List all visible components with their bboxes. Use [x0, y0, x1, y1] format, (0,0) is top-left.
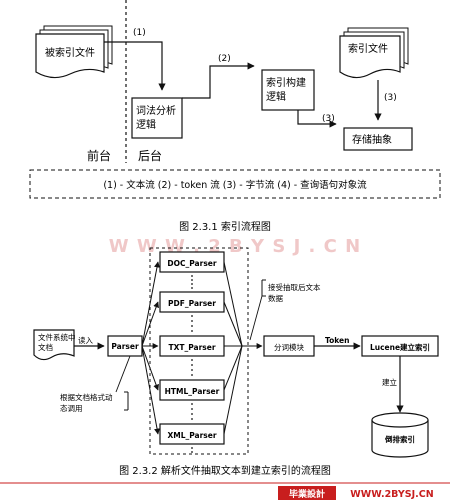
parser-fanout: [141, 261, 160, 435]
index-files-stack: 索引文件: [339, 27, 409, 79]
back-label: 后台: [138, 148, 162, 163]
footer-url[interactable]: WWW.2BYSJ.CN: [350, 489, 433, 500]
indexed-docs-label: 被索引文件: [45, 46, 95, 59]
segmenter-label: 分词模块: [274, 342, 304, 352]
lexical-analysis-box: [131, 97, 183, 139]
pdf-parser-label: PDF_Parser: [168, 299, 216, 308]
extracted-text-label: 接受抽取后文本数据: [268, 282, 321, 303]
index-files-label: 索引文件: [348, 42, 388, 55]
filesystem-docs-shape: 文件系统中文档: [33, 329, 76, 361]
read-in-label: 读入: [78, 335, 93, 345]
ellipsis-dots: [191, 275, 193, 453]
index-build-label: 索引构建逻辑: [266, 76, 306, 103]
figure-caption-2: 图 2.3.2 解析文件抽取文本到建立索引的流程图: [119, 464, 331, 477]
parser-type-boxes: DOC_Parser PDF_Parser TXT_Parser HTML_Pa…: [159, 251, 225, 445]
arrow-label-3b: (3): [384, 93, 397, 103]
figure-caption-1: 图 2.3.1 索引流程图: [179, 220, 271, 233]
parser-label: Parser: [111, 342, 139, 351]
inverted-index-cylinder: 倒排索引: [371, 412, 429, 458]
lucene-index-label: Lucene建立索引: [370, 342, 430, 352]
parser-region: [149, 247, 249, 455]
arrow-text-stream: [104, 41, 166, 91]
build-label: 建立: [382, 377, 397, 387]
arrow-label-2: (2): [218, 54, 231, 64]
arrow-byte-stream-to-storage: [297, 110, 337, 128]
txt-parser-label: TXT_Parser: [168, 343, 215, 352]
storage-box: [343, 127, 413, 151]
extracted-text-note: 接受抽取后文本数据: [249, 279, 321, 341]
footer-badge: [278, 486, 336, 500]
inverted-index-label: 倒排索引: [384, 434, 415, 444]
indexed-docs-stack: 被索引文件: [35, 25, 113, 79]
legend-box: [29, 169, 441, 199]
arrow-label-1: (1): [133, 28, 146, 38]
xml-parser-label: XML_Parser: [167, 431, 216, 440]
html-parser-label: HTML_Parser: [165, 387, 220, 396]
arrow-token-stream: [182, 62, 255, 99]
storage-label: 存储抽象: [352, 133, 392, 146]
arrow-label-3a: (3): [322, 114, 335, 124]
index-build-box: [261, 69, 315, 111]
filesystem-docs-label: 文件系统中文档: [38, 332, 76, 352]
front-label: 前台: [87, 148, 111, 163]
watermark-text: W W W . 2 B Y S J . C N: [109, 236, 361, 257]
token-label: Token: [325, 336, 350, 345]
lexical-analysis-label: 词法分析逻辑: [136, 104, 176, 131]
parser-fanin: [223, 261, 263, 435]
dispatch-label: 根据文档格式动态调用: [60, 392, 113, 413]
doc-parser-label: DOC_Parser: [167, 259, 216, 268]
legend-text: (1) - 文本流 (2) - token 流 (3) - 字节流 (4) - …: [103, 179, 367, 191]
dispatch-note: 根据文档格式动态调用: [60, 355, 131, 413]
footer-badge-text: 毕業設計: [289, 488, 325, 500]
